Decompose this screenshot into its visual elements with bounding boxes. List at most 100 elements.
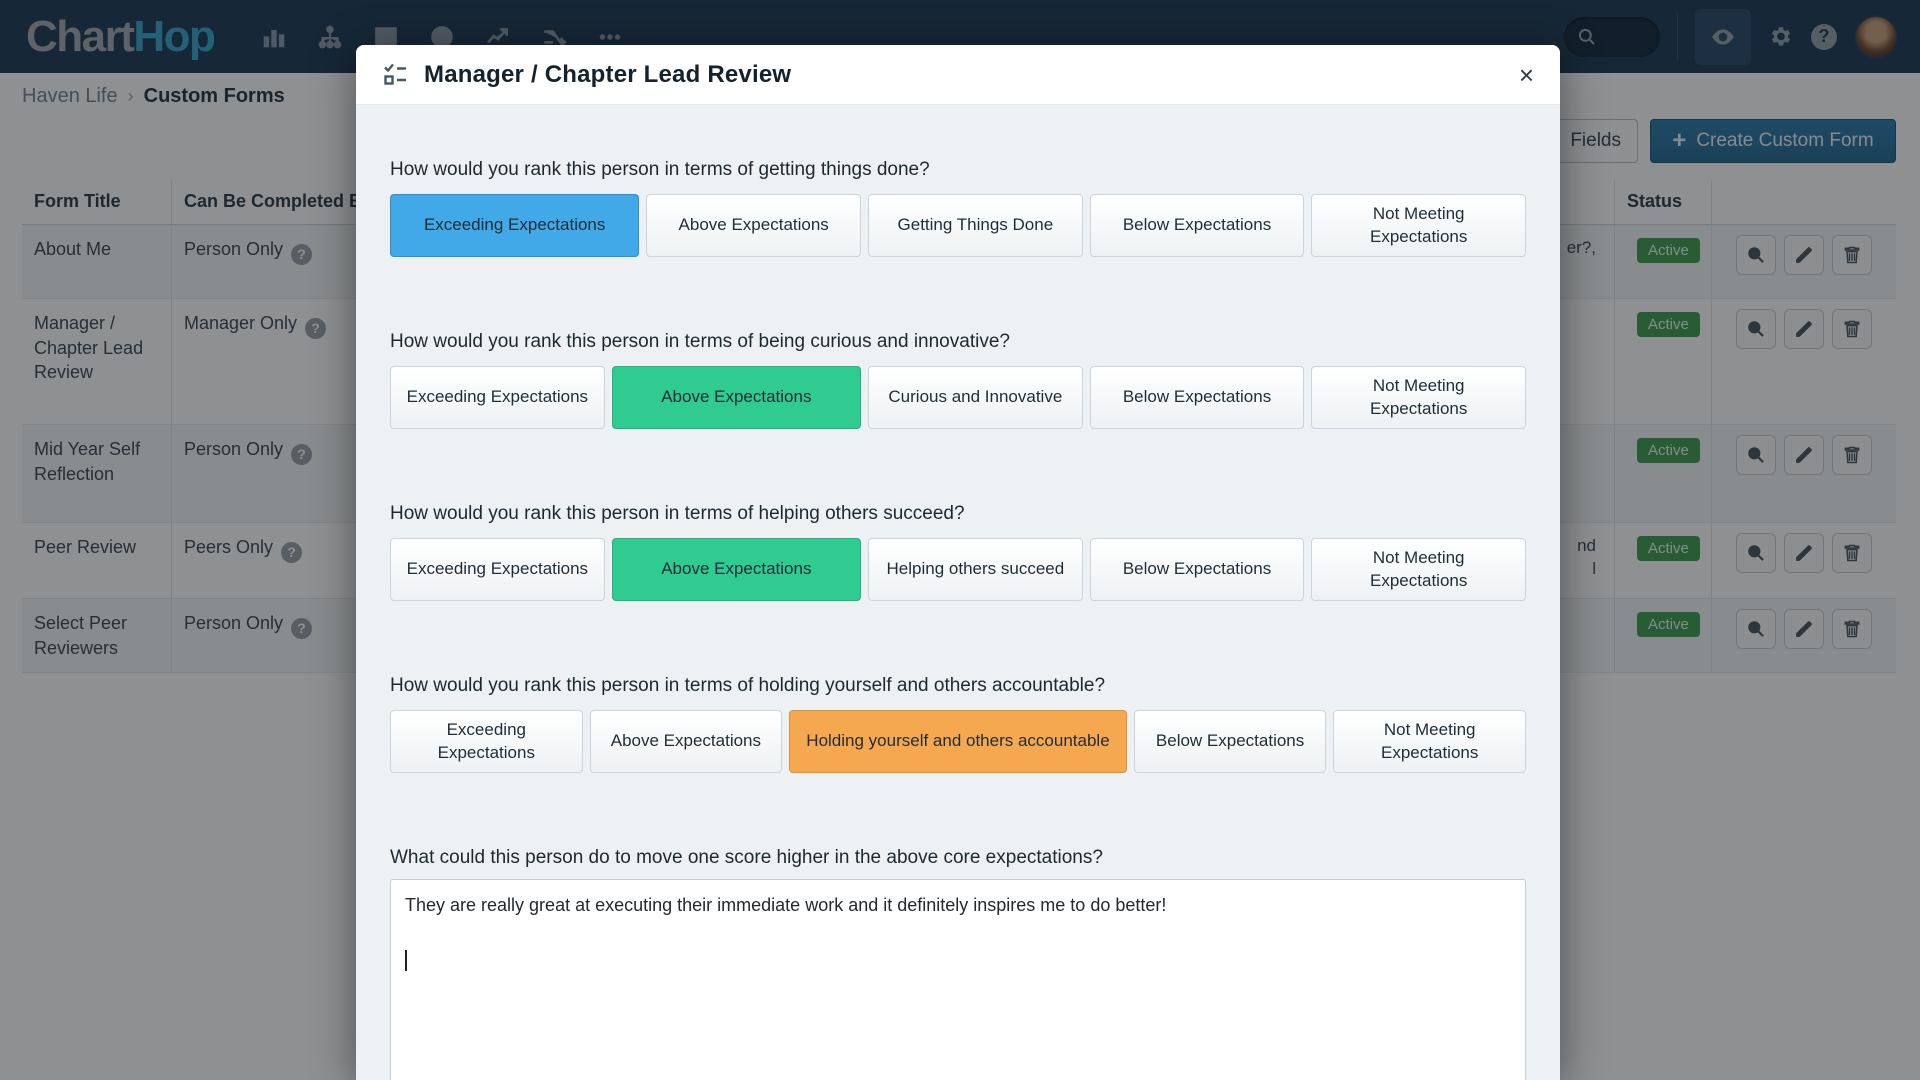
option-button[interactable]: Exceeding Expectations <box>390 538 605 601</box>
flow-icon[interactable] <box>540 23 567 50</box>
row-help-icon[interactable]: ? <box>291 618 313 640</box>
magnifier-icon <box>1748 621 1764 638</box>
row-help-icon[interactable]: ? <box>291 244 313 266</box>
view-button[interactable] <box>1736 235 1776 276</box>
delete-button[interactable] <box>1832 435 1872 476</box>
status-cell: Active <box>1615 523 1712 599</box>
completed-by-cell: Person Only? <box>172 599 600 672</box>
edit-button[interactable] <box>1784 235 1824 276</box>
settings-button[interactable] <box>1768 24 1794 50</box>
help-button[interactable]: ? <box>1811 23 1837 50</box>
topbar-right: ? <box>1564 8 1898 65</box>
question-curious-innovative: How would you rank this person in terms … <box>390 331 1527 429</box>
question-getting-things-done: How would you rank this person in terms … <box>390 159 1527 257</box>
option-button[interactable]: Not Meeting Expectations <box>1311 538 1527 601</box>
option-button[interactable]: Below Expectations <box>1089 194 1305 257</box>
topbar-divider <box>1677 12 1678 61</box>
completed-by-cell: Manager Only? <box>172 299 600 424</box>
view-button[interactable] <box>1736 309 1776 350</box>
option-button[interactable]: Below Expectations <box>1133 710 1327 773</box>
view-button[interactable] <box>1736 533 1776 574</box>
option-button[interactable]: Above Expectations <box>611 366 862 429</box>
option-button[interactable]: Exceeding Expectations <box>390 710 583 773</box>
status-cell: Active <box>1615 425 1712 523</box>
option-button[interactable]: Getting Things Done <box>868 194 1083 257</box>
breadcrumb: Haven Life › Custom Forms <box>22 85 285 108</box>
option-button[interactable]: Above Expectations <box>646 194 862 257</box>
visibility-button[interactable] <box>1695 8 1751 65</box>
option-button[interactable]: Not Meeting Expectations <box>1333 710 1526 773</box>
trend-icon[interactable] <box>484 23 511 50</box>
delete-button[interactable] <box>1832 533 1872 574</box>
main-nav <box>260 23 623 50</box>
description-fragment <box>600 299 1615 425</box>
description-fragment: er?, <box>600 225 1615 299</box>
row-actions <box>1712 425 1896 522</box>
modal-body: How would you rank this person in terms … <box>356 105 1560 1080</box>
delete-button[interactable] <box>1832 609 1872 650</box>
option-button[interactable]: Exceeding Expectations <box>390 194 640 257</box>
form-title-cell: Peer Review <box>22 523 172 599</box>
row-help-icon[interactable]: ? <box>305 318 327 340</box>
option-button[interactable]: Below Expectations <box>1089 538 1305 601</box>
form-title-cell: Manager / Chapter Lead Review <box>22 299 172 425</box>
edit-button[interactable] <box>1784 435 1824 476</box>
trash-icon <box>1844 545 1860 562</box>
option-button[interactable]: Curious and Innovative <box>868 366 1083 429</box>
review-form-modal: Manager / Chapter Lead Review × How woul… <box>356 45 1560 1080</box>
search-icon <box>1578 28 1595 45</box>
textarea-text: They are really great at executing their… <box>405 895 1167 915</box>
option-row: Exceeding Expectations Above Expectation… <box>390 194 1527 257</box>
option-button[interactable]: Not Meeting Expectations <box>1311 366 1527 429</box>
option-button[interactable]: Exceeding Expectations <box>390 366 605 429</box>
data-table-icon[interactable] <box>372 23 399 50</box>
pencil-icon <box>1796 545 1812 562</box>
edit-button[interactable] <box>1784 309 1824 350</box>
close-icon[interactable]: × <box>1518 59 1534 90</box>
help-icon: ? <box>1811 23 1837 50</box>
magnifier-icon <box>1748 321 1764 338</box>
option-button[interactable]: Holding yourself and others accountable <box>789 710 1127 773</box>
magnifier-icon <box>1748 247 1764 264</box>
breadcrumb-separator-icon: › <box>127 86 134 106</box>
row-help-icon[interactable]: ? <box>281 542 303 564</box>
option-button[interactable]: Below Expectations <box>1089 366 1305 429</box>
row-help-icon[interactable]: ? <box>291 444 313 466</box>
option-button[interactable]: Above Expectations <box>589 710 783 773</box>
logo-chart: Chart <box>26 11 135 61</box>
option-button[interactable]: Helping others succeed <box>868 538 1083 601</box>
delete-button[interactable] <box>1832 235 1872 276</box>
trash-icon <box>1844 447 1860 464</box>
edit-button[interactable] <box>1784 609 1824 650</box>
charthop-logo[interactable]: ChartHop <box>26 11 216 61</box>
user-avatar[interactable] <box>1854 14 1898 59</box>
option-button[interactable]: Above Expectations <box>611 538 862 601</box>
status-badge: Active <box>1637 612 1700 638</box>
view-button[interactable] <box>1736 609 1776 650</box>
create-custom-form-button[interactable]: + Create Custom Form <box>1650 119 1896 163</box>
org-chart-icon[interactable] <box>316 23 343 50</box>
question-helping-others: How would you rank this person in terms … <box>390 503 1527 601</box>
delete-button[interactable] <box>1832 309 1872 350</box>
status-cell: Active <box>1615 299 1712 425</box>
view-button[interactable] <box>1736 435 1776 476</box>
search-input[interactable] <box>1564 16 1660 57</box>
question-label: How would you rank this person in terms … <box>390 675 1106 696</box>
pencil-icon <box>1796 447 1812 464</box>
breadcrumb-parent[interactable]: Haven Life <box>22 85 118 107</box>
page-title: Custom Forms <box>143 85 285 107</box>
option-button[interactable]: Not Meeting Expectations <box>1311 194 1527 257</box>
completed-by-cell: Person Only? <box>172 225 600 298</box>
edit-button[interactable] <box>1784 533 1824 574</box>
completed-by-cell: Person Only? <box>172 425 600 522</box>
more-icon[interactable] <box>596 23 623 50</box>
form-title-cell: About Me <box>22 225 172 299</box>
gear-icon <box>1771 26 1791 46</box>
trash-icon <box>1844 621 1860 638</box>
option-row: Exceeding Expectations Above Expectation… <box>390 366 1527 429</box>
row-actions <box>1712 225 1896 298</box>
bar-chart-icon[interactable] <box>260 23 287 50</box>
feedback-textarea[interactable]: They are really great at executing their… <box>390 879 1526 1080</box>
